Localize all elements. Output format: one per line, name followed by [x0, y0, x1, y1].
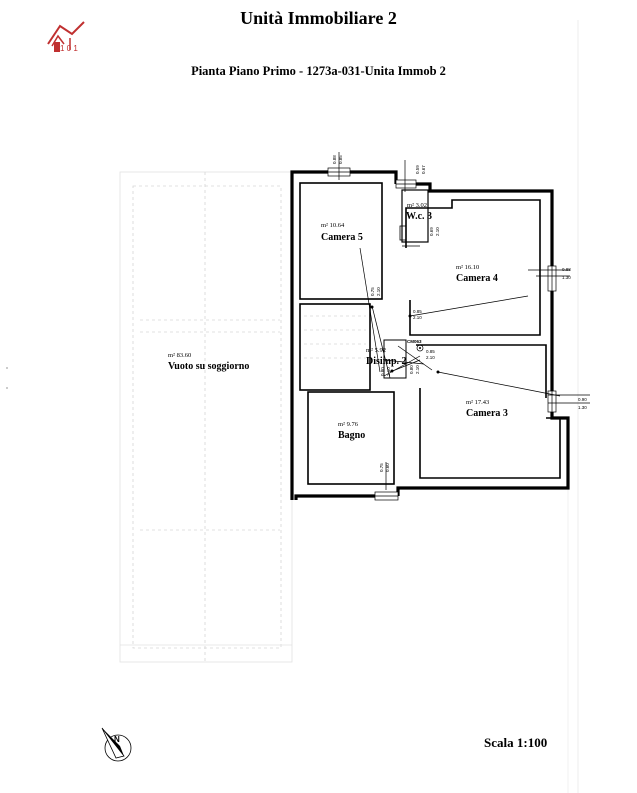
page-title: Unità Immobiliare 2: [240, 8, 397, 28]
room-name: Vuoto su soggiorno: [168, 361, 249, 372]
room-name: Disimp. 2: [366, 356, 407, 367]
north-arrow-icon: N: [101, 727, 132, 762]
dimension-text: 0.85: [338, 155, 343, 164]
dimension-text: 0.88: [332, 155, 337, 164]
room-name: Camera 3: [466, 408, 508, 419]
room-bagno: m² 9.76 Bagno: [338, 421, 365, 441]
dimension-text: 1.30: [578, 405, 587, 410]
void-outline: [119, 171, 293, 663]
dimension-text: 0.80: [409, 365, 414, 374]
dimension-text: 0.67: [421, 165, 426, 174]
edge-marks: [6, 367, 8, 389]
dimension-text: 2.10: [426, 355, 435, 360]
outer-walls: [290, 170, 570, 500]
dimension-text: 0.75: [379, 463, 384, 472]
room-name: Camera 5: [321, 232, 363, 243]
stair-tag: CM063: [407, 339, 422, 344]
room-area: m² 10.64: [321, 222, 345, 229]
dimension-text: 0.85: [413, 309, 422, 314]
logo-icon: [47, 21, 85, 52]
page-subtitle: Pianta Piano Primo - 1273a-031-Unita Imm…: [191, 64, 446, 78]
room-area: m² 17.43: [466, 399, 489, 406]
dimension-text: 0.85: [426, 349, 435, 354]
room-name: Camera 4: [456, 273, 498, 284]
room-camera3: m² 17.43 Camera 3: [466, 399, 508, 419]
windows: [327, 167, 557, 501]
scale-label: Scala 1:100: [484, 735, 548, 750]
dimension-text: 2.10: [376, 287, 381, 296]
room-camera4: m² 16.10 Camera 4: [456, 264, 498, 284]
dimension-text: 0.88: [562, 267, 571, 272]
room-area: m² 83.60: [168, 352, 191, 359]
room-area: m² 9.76: [338, 421, 359, 428]
room-name: W.c. 3: [406, 211, 432, 222]
door-lines: [359, 247, 561, 397]
inner-walls: [299, 182, 561, 485]
room-wc3: m² 3.02 W.c. 3: [406, 202, 432, 222]
dimension-text: 2.10: [386, 367, 391, 376]
room-camera5: m² 10.64 Camera 5: [321, 222, 363, 243]
dimension-text: 2.10: [413, 315, 422, 320]
logo-text: 1 0 1: [60, 44, 78, 53]
dimension-text: 0.80: [380, 367, 385, 376]
room-name: Bagno: [338, 430, 365, 441]
room-disimp2: m² 5.92 Disimp. 2: [366, 347, 407, 367]
room-area: m² 16.10: [456, 264, 479, 271]
dimension-text: 0.90: [578, 397, 587, 402]
room-vuoto: m² 83.60 Vuoto su soggiorno: [168, 352, 249, 372]
room-area: m² 5.92: [366, 347, 386, 354]
stair-marks: [304, 315, 366, 359]
dimension-text: 2.10: [415, 365, 420, 374]
company-logo: [42, 14, 102, 58]
dimension-text: 0.75: [370, 287, 375, 296]
dimension-text: 0.60: [385, 463, 390, 472]
dimension-labels: 0.88 0.85 0.59 0.67 0.69 2.10 0.75 2.10 …: [332, 155, 587, 472]
dimension-text: 1.30: [562, 275, 571, 280]
room-area: m² 3.02: [407, 202, 427, 209]
dimension-text: 2.10: [435, 227, 440, 236]
dimension-text: 0.69: [429, 227, 434, 236]
dimension-text: 0.59: [415, 165, 420, 174]
north-label: N: [114, 735, 120, 744]
